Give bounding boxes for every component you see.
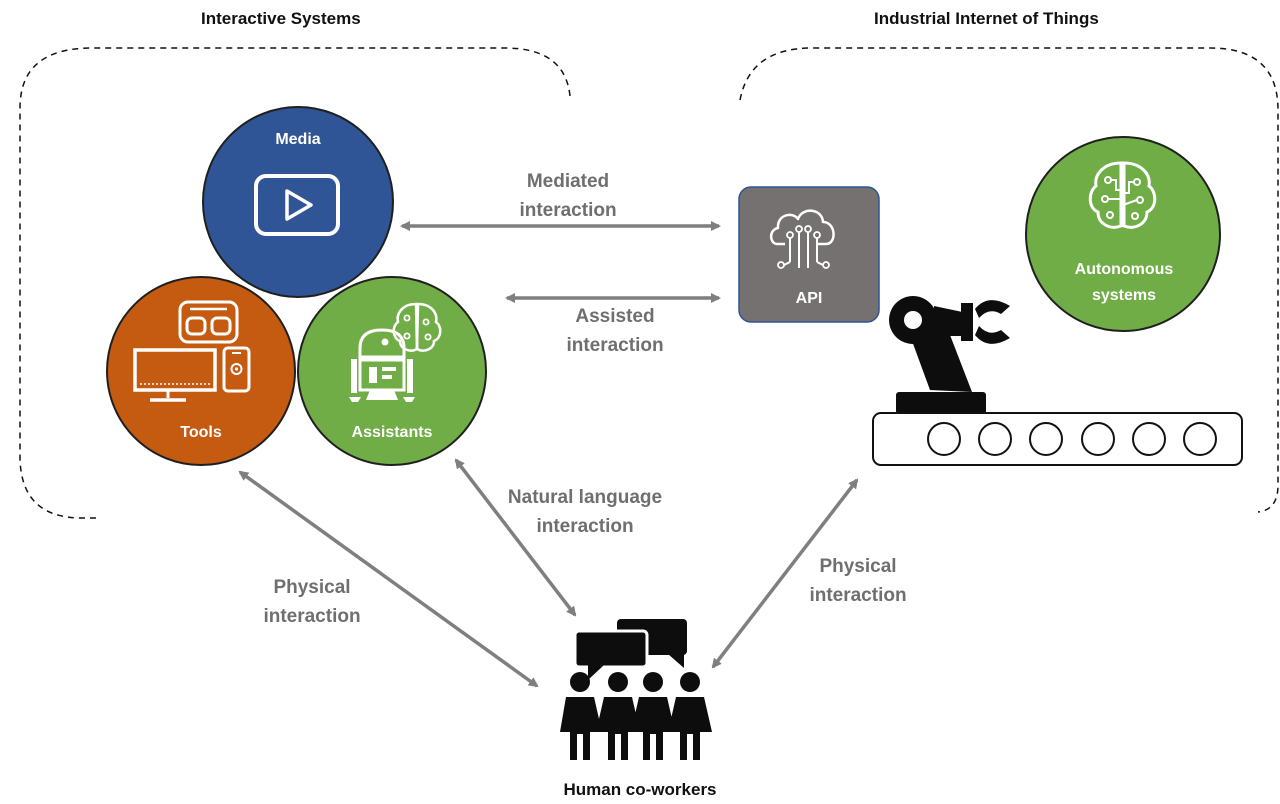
physical-left-line1: Physical [273, 577, 351, 598]
mediated-line2: interaction [519, 200, 617, 221]
api-label: API [795, 290, 823, 307]
physical-interaction-left-label: Physical interaction [232, 573, 392, 631]
tools-label: Tools [180, 424, 222, 441]
brain-icon [392, 302, 442, 352]
physical-interaction-left-arrow [238, 470, 539, 688]
iiot-title: Industrial Internet of Things [874, 9, 1099, 28]
robot-arm-icon [889, 296, 1010, 414]
human-coworkers-icon [560, 619, 712, 760]
interaction-arrows [238, 221, 859, 688]
assistants-node [297, 276, 487, 466]
api-node [738, 186, 880, 323]
physical-interaction-right-label: Physical interaction [778, 552, 938, 610]
physical-interaction-right-arrow [711, 478, 859, 669]
physical-left-line2: interaction [263, 606, 361, 627]
interactive-systems-boundary [19, 47, 571, 519]
media-node [202, 106, 394, 298]
vr-headset-icon [178, 300, 239, 344]
assisted-line2: interaction [566, 335, 664, 356]
iiot-boundary [739, 47, 1279, 513]
autonomous-circle [1025, 136, 1221, 332]
natural-line1: Natural language [507, 487, 663, 508]
play-icon [254, 174, 340, 236]
tools-circle [106, 276, 296, 466]
assistants-label: Assistants [351, 424, 433, 441]
mediated-line1: Mediated [526, 171, 610, 192]
natural-language-interaction-label: Natural language interaction [480, 483, 690, 541]
mediated-interaction-label: Mediated interaction [488, 167, 648, 225]
media-label: Media [275, 131, 321, 148]
autonomous-label: Autonomous systems [1049, 257, 1199, 309]
brain-circuit-icon [1088, 161, 1157, 229]
smartphone-icon [222, 346, 251, 393]
conveyor-belt-icon [872, 412, 1243, 466]
physical-right-line1: Physical [819, 556, 897, 577]
human-coworkers-label: Human co-workers [563, 780, 717, 799]
monitor-icon [133, 348, 217, 402]
physical-right-line2: interaction [809, 585, 907, 606]
robot-icon [349, 328, 415, 402]
media-circle [202, 106, 394, 298]
assisted-line1: Assisted [575, 306, 655, 327]
cloud-network-icon [769, 209, 835, 269]
autonomous-label-line1: Autonomous [1074, 261, 1174, 278]
autonomous-label-line2: systems [1091, 287, 1157, 304]
autonomous-systems-node [1025, 136, 1221, 332]
tools-node [106, 276, 296, 466]
interactive-systems-title: Interactive Systems [201, 9, 361, 28]
natural-line2: interaction [536, 516, 634, 537]
assisted-interaction-label: Assisted interaction [535, 302, 695, 360]
